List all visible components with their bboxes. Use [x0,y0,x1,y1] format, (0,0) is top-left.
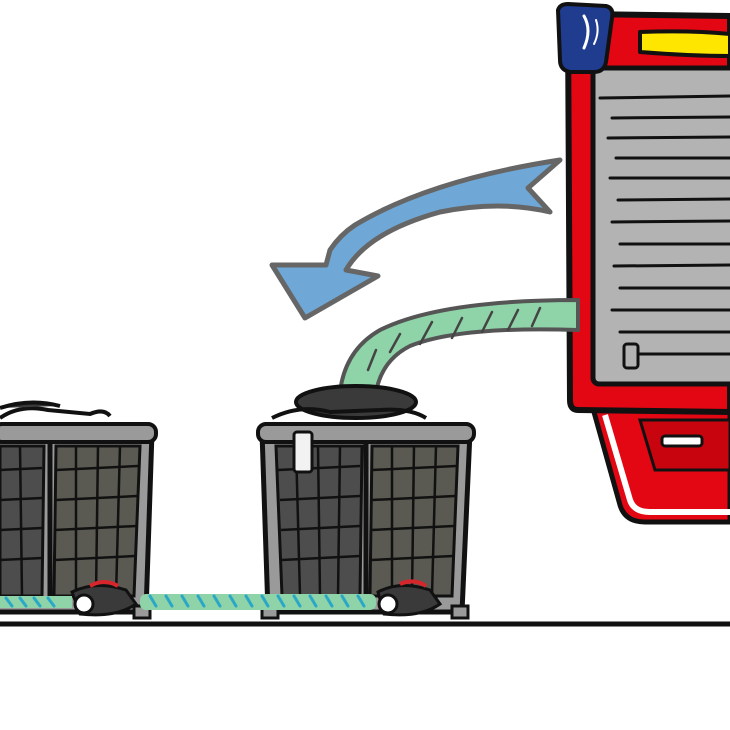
hose-basket-icon [0,400,158,620]
curved-arrow-left-icon [269,157,563,321]
fire-truck-icon [556,2,730,525]
fire-hose-icon [338,298,580,394]
hose-basket-icon [256,384,476,620]
fire-hose-icon [0,594,376,610]
